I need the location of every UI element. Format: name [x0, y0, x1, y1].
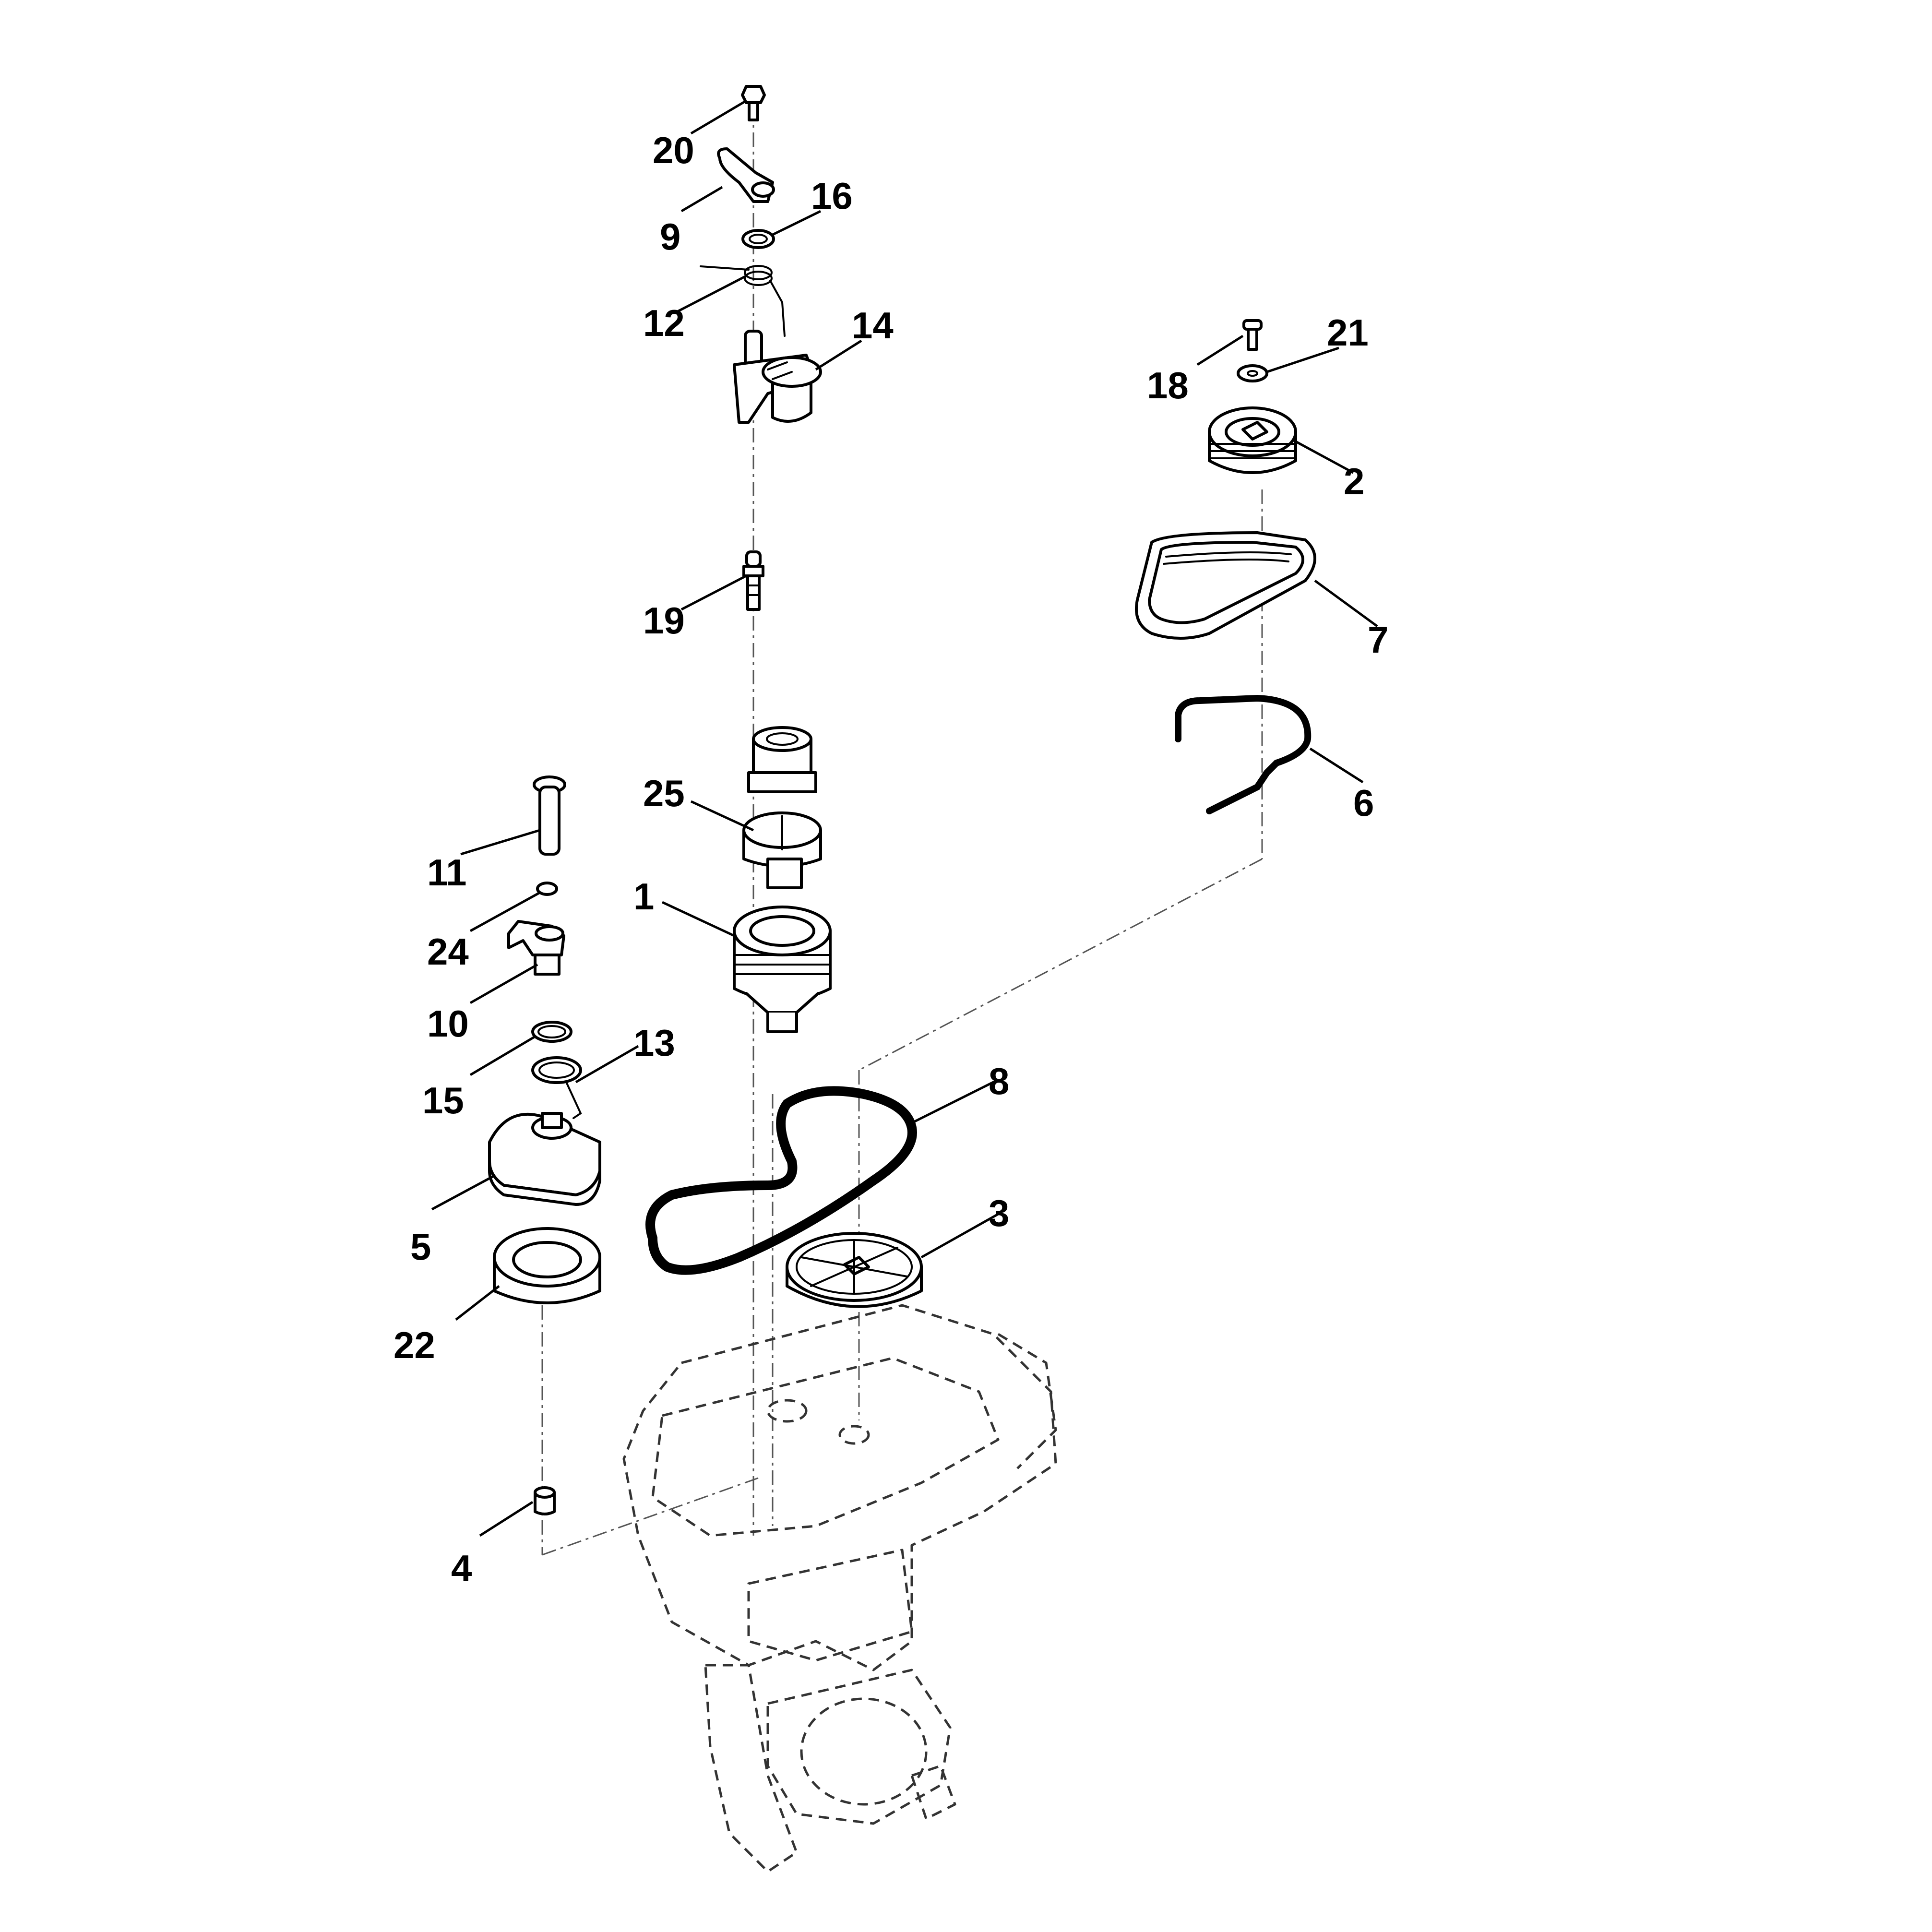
callout-20: 20: [653, 129, 694, 171]
leader-lines: [431, 99, 1378, 1537]
part-20-bolt: [741, 85, 766, 121]
part-12-torsion-spring: [700, 265, 786, 337]
part-16-o-ring: [741, 229, 775, 249]
callout-19: 19: [643, 599, 685, 642]
callout-2: 2: [1344, 460, 1364, 502]
part-22-seal: [493, 1227, 601, 1304]
callout-4: 4: [451, 1547, 472, 1589]
callout-3: 3: [989, 1192, 1009, 1234]
part-24-o-ring: [536, 882, 558, 896]
part-4-bushing: [534, 1486, 556, 1515]
part-3-pulley-plate: [786, 1232, 923, 1308]
part-25-coupler: [742, 726, 822, 889]
part-1-drive-pulley: [733, 906, 832, 1033]
part-9-bracket: [717, 147, 775, 203]
callout-18: 18: [1147, 364, 1189, 406]
callout-24: 24: [427, 930, 469, 973]
callout-11: 11: [427, 851, 466, 894]
part-6-spring-wire: [1175, 694, 1312, 814]
part-13-spring: [531, 1056, 582, 1119]
part-18-screw: [1242, 319, 1263, 351]
callout-1: 1: [633, 875, 654, 918]
callout-12: 12: [643, 302, 685, 344]
callout-16: 16: [811, 175, 853, 217]
part-21-washer: [1237, 364, 1268, 382]
part-7-belt: [1135, 531, 1316, 640]
part-2-idler-pulley: [1208, 406, 1297, 474]
part-10-lever: [507, 920, 565, 976]
callout-5: 5: [410, 1226, 431, 1268]
callout-10: 10: [427, 1002, 469, 1045]
callout-13: 13: [633, 1022, 675, 1064]
callout-25: 25: [643, 772, 685, 814]
callout-6: 6: [1353, 782, 1374, 824]
callout-9: 9: [660, 215, 680, 258]
part-8-belt: [645, 1086, 917, 1275]
part-5-cover: [488, 1112, 601, 1206]
transmission-housing: [622, 1304, 1057, 1873]
part-14-tensioner-arm: [733, 330, 822, 424]
callout-7: 7: [1368, 619, 1388, 661]
callout-15: 15: [422, 1079, 464, 1121]
callout-22: 22: [394, 1324, 435, 1366]
part-19-stud: [742, 550, 764, 611]
callout-8: 8: [989, 1060, 1009, 1102]
callout-labels: 20 9 16 12 14 18 21 2 19 7 6 25 11 1 24 …: [394, 129, 1388, 1589]
part-11-pin: [533, 775, 566, 856]
callout-21: 21: [1327, 311, 1369, 354]
part-15-o-ring: [531, 1021, 572, 1043]
callout-14: 14: [852, 304, 894, 346]
